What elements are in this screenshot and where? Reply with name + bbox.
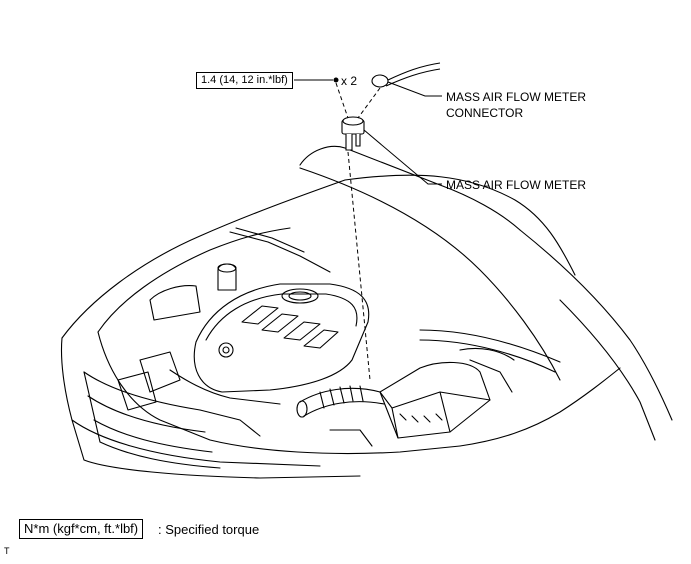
- hood-fold: [299, 167, 561, 381]
- air-cleaner: [379, 361, 491, 439]
- callout-maf-connector-line2: CONNECTOR: [446, 106, 524, 120]
- bay-right: [459, 367, 621, 447]
- strut-bar: [229, 231, 331, 273]
- callout-maf-connector-line1: MASS AIR FLOW METER: [446, 90, 587, 104]
- fender-right: [519, 229, 673, 421]
- legend-description: : Specified torque: [158, 522, 260, 537]
- legend-unit-text: N*m (kgf*cm, ft.*lbf): [24, 521, 139, 536]
- bolt-marker: [333, 77, 339, 83]
- bay-front: [97, 331, 461, 455]
- reservoir: [217, 263, 237, 291]
- figure-code: T: [4, 546, 10, 556]
- bumper-lower: [71, 419, 321, 467]
- bolt-quantity: x 2: [341, 74, 358, 88]
- hood-rear: [299, 145, 521, 231]
- fender-right-inner: [559, 299, 656, 441]
- bumper-top: [60, 337, 361, 479]
- torque-spec-box: 1.4 (14, 12 in.*lbf): [196, 72, 293, 89]
- maf-meter-part: [341, 116, 365, 151]
- legend-unit-box: N*m (kgf*cm, ft.*lbf): [19, 519, 144, 539]
- hood-outline: [61, 179, 346, 339]
- torque-spec-value: 1.4 (14, 12 in.*lbf): [201, 74, 288, 86]
- engine-cover: [193, 283, 370, 393]
- bay-left: [97, 227, 291, 333]
- callout-maf-meter: MASS AIR FLOW METER: [446, 178, 587, 192]
- intake-hose: [299, 387, 381, 403]
- hood-edge: [344, 174, 576, 276]
- grille: [83, 371, 201, 411]
- maf-connector-part: [371, 62, 441, 88]
